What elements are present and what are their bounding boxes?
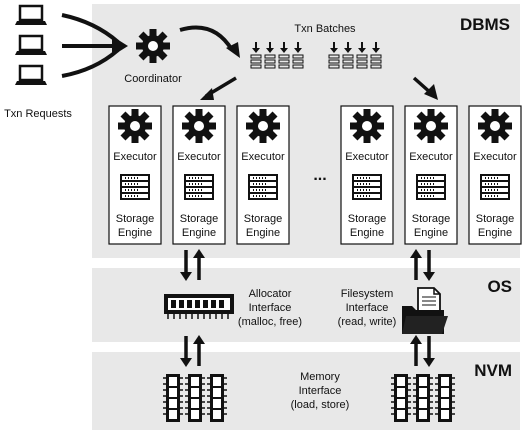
dbms-title: DBMS bbox=[460, 15, 510, 34]
server-rack-icon bbox=[248, 174, 278, 200]
nvm-title: NVM bbox=[474, 361, 512, 380]
os-layer bbox=[92, 268, 520, 342]
server-rack-icon bbox=[184, 174, 214, 200]
txn-batches-label: Txn Batches bbox=[294, 23, 356, 35]
gear-icon bbox=[136, 29, 170, 63]
gear-icon bbox=[414, 109, 448, 143]
folder-file-icon bbox=[402, 287, 448, 334]
storage-engine-label-line1: Storage bbox=[244, 213, 283, 225]
batches-arrowhead bbox=[226, 42, 240, 58]
gear-icon bbox=[246, 109, 280, 143]
memory-line1: Memory bbox=[300, 371, 340, 383]
storage-engine-label-line2: Engine bbox=[414, 227, 448, 239]
request-arrowhead bbox=[112, 36, 128, 56]
gear-icon bbox=[478, 109, 512, 143]
gear-icon bbox=[350, 109, 384, 143]
storage-engine-label-line1: Storage bbox=[476, 213, 515, 225]
executor-label: Executor bbox=[409, 151, 453, 163]
server-rack-icon bbox=[480, 174, 510, 200]
ellipsis: ... bbox=[313, 167, 326, 184]
filesystem-line3: (read, write) bbox=[338, 316, 397, 328]
dispatch-arrows bbox=[200, 76, 438, 100]
memory-chip-icon bbox=[164, 294, 234, 319]
executor-label: Executor bbox=[113, 151, 157, 163]
gear-icon bbox=[118, 109, 152, 143]
executor-label: Executor bbox=[177, 151, 221, 163]
memory-line2: Interface bbox=[299, 385, 342, 397]
server-rack-icon bbox=[352, 174, 382, 200]
txn-requests-label: Txn Requests bbox=[4, 108, 72, 120]
engine-cards: ExecutorStorageEngineExecutorStorageEngi… bbox=[108, 105, 522, 245]
coordinator-label: Coordinator bbox=[124, 73, 182, 85]
storage-engine-label-line2: Engine bbox=[182, 227, 216, 239]
storage-engine-label-line1: Storage bbox=[116, 213, 155, 225]
storage-engine-label-line2: Engine bbox=[350, 227, 384, 239]
os-title: OS bbox=[487, 277, 512, 296]
server-rack-icon bbox=[120, 174, 150, 200]
storage-engine-label-line2: Engine bbox=[118, 227, 152, 239]
server-rack-icon bbox=[416, 174, 446, 200]
allocator-line3: (malloc, free) bbox=[238, 316, 302, 328]
executor-label: Executor bbox=[241, 151, 285, 163]
storage-engine-label-line1: Storage bbox=[348, 213, 387, 225]
nvm-module-icon bbox=[162, 373, 228, 423]
storage-engine-label-line1: Storage bbox=[180, 213, 219, 225]
storage-engine-label-line1: Storage bbox=[412, 213, 451, 225]
allocator-line1: Allocator bbox=[249, 288, 292, 300]
executor-label: Executor bbox=[473, 151, 517, 163]
coordinator-to-batches-arrow bbox=[179, 25, 234, 52]
filesystem-line1: Filesystem bbox=[341, 288, 394, 300]
storage-engine-label-line2: Engine bbox=[246, 227, 280, 239]
filesystem-line2: Interface bbox=[346, 302, 389, 314]
memory-line3: (load, store) bbox=[291, 399, 350, 411]
gear-icon bbox=[182, 109, 216, 143]
computer-icon bbox=[13, 4, 49, 87]
nvm-module-icon-right bbox=[390, 373, 456, 423]
storage-engine-label-line2: Engine bbox=[478, 227, 512, 239]
executor-label: Executor bbox=[345, 151, 389, 163]
allocator-line2: Interface bbox=[249, 302, 292, 314]
